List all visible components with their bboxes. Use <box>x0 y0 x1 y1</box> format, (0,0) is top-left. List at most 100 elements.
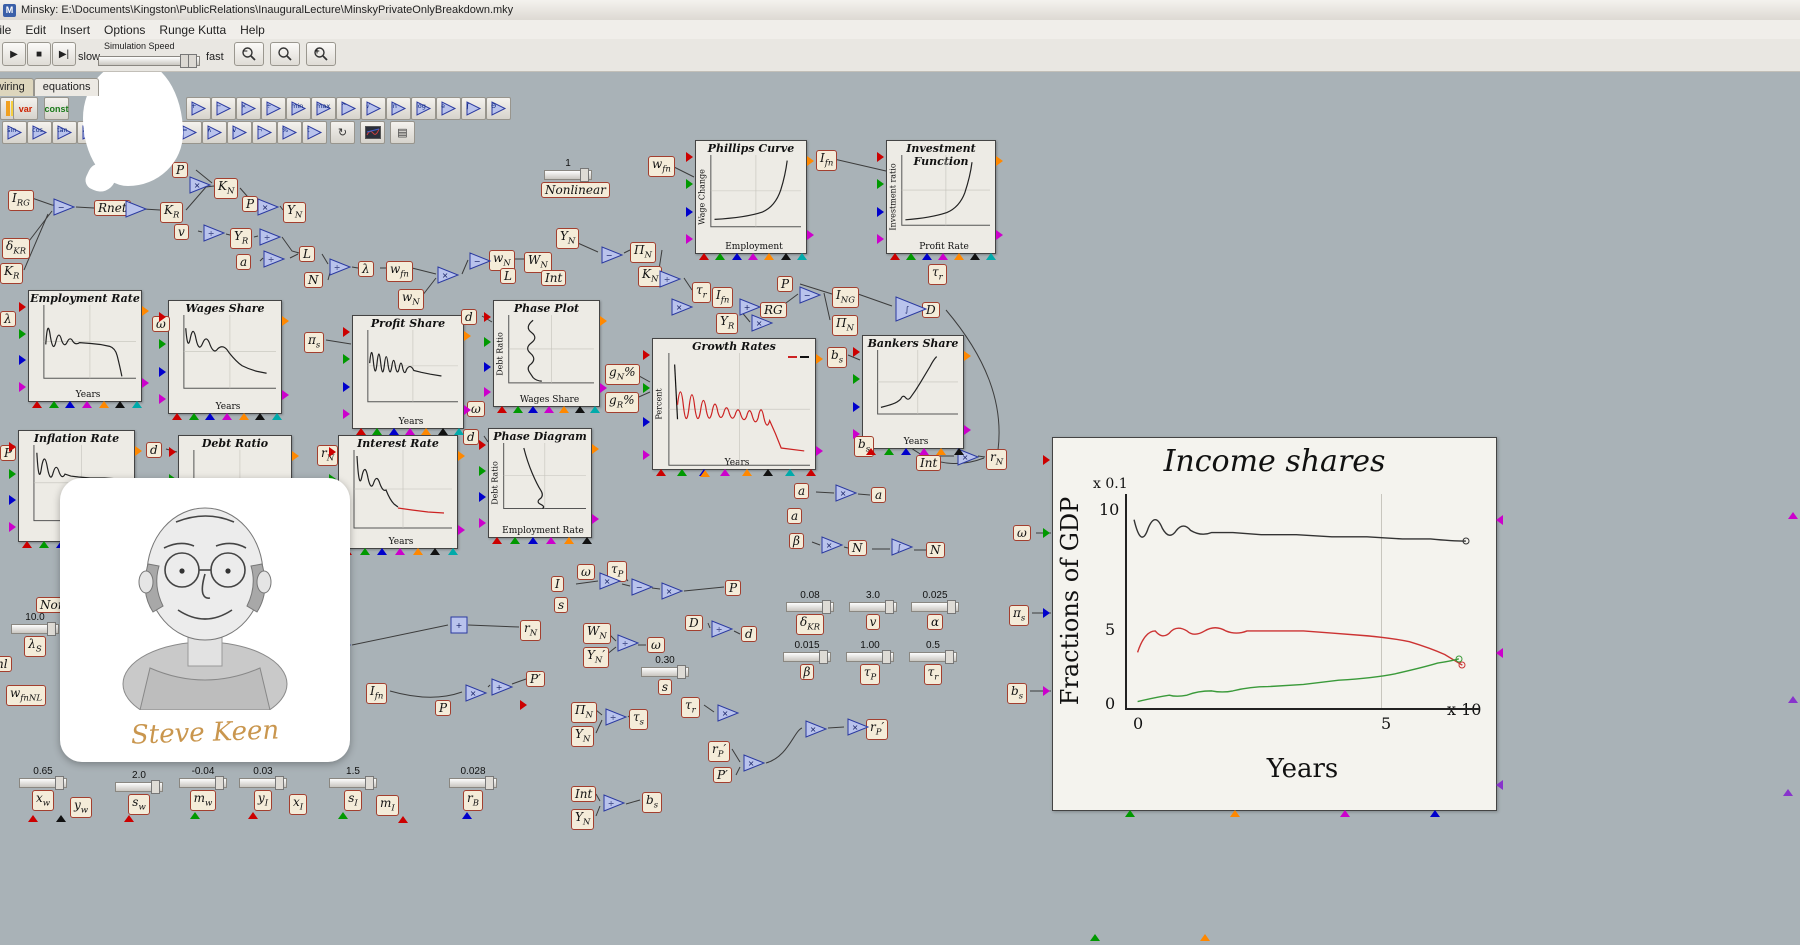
constant-slider[interactable] <box>783 650 831 664</box>
variable-node[interactable]: P′ <box>713 767 732 783</box>
constant-label[interactable]: δKR <box>796 614 824 636</box>
constant-label[interactable]: xw <box>31 790 55 812</box>
operation-node[interactable]: − <box>798 286 822 304</box>
variable-node[interactable]: wfnNL <box>6 685 46 707</box>
note-tool-icon[interactable]: ▤ <box>390 121 415 144</box>
operation-node[interactable]: − <box>600 246 624 264</box>
operation-node[interactable]: ÷ <box>602 794 626 812</box>
variable-node[interactable]: τs <box>629 709 649 731</box>
constant-label[interactable]: mw <box>189 790 217 812</box>
operation-node[interactable]: − <box>52 198 76 216</box>
variable-node[interactable]: rP′ <box>866 719 889 741</box>
operation-node[interactable]: × <box>436 266 460 284</box>
operation-node[interactable]: ÷ <box>604 708 628 726</box>
constant-label[interactable]: Nonlinear <box>541 182 610 198</box>
operation-node[interactable]: × <box>804 720 828 738</box>
operation-node[interactable]: ∫ <box>890 538 914 556</box>
variable-node[interactable]: YN <box>571 726 595 748</box>
operation-node[interactable]: ÷ <box>258 228 282 246</box>
operation-node[interactable]: × <box>834 484 858 502</box>
const-tool[interactable]: const <box>44 97 69 120</box>
menu-file[interactable]: File <box>0 22 12 37</box>
variable-node[interactable]: L <box>299 246 315 262</box>
variable-node[interactable]: rP′ <box>708 741 731 763</box>
variable-node[interactable]: wN <box>398 289 424 311</box>
variable-node[interactable]: L <box>500 268 516 284</box>
variable-node[interactable]: YN <box>571 809 595 831</box>
op-tool-∨[interactable]: ∨ <box>227 121 252 144</box>
constant-slider[interactable] <box>909 650 957 664</box>
variable-node[interactable]: bs <box>827 347 848 369</box>
variable-node[interactable]: P′ <box>526 671 545 687</box>
constant-slider[interactable] <box>19 776 67 790</box>
zoom-reset-button[interactable] <box>270 42 300 66</box>
variable-node[interactable]: YN <box>283 202 307 224</box>
operation-node[interactable]: × <box>598 572 622 590</box>
variable-node[interactable]: Ifn <box>816 150 838 172</box>
constant-slider[interactable] <box>544 168 592 182</box>
variable-node[interactable]: d <box>741 626 757 642</box>
variable-node[interactable]: ω <box>577 564 595 580</box>
variable-node[interactable]: N <box>304 272 323 288</box>
menu-options[interactable]: Options <box>104 22 146 37</box>
operation-node[interactable]: × <box>742 754 766 772</box>
operation-node[interactable]: + <box>490 678 514 696</box>
variable-node[interactable]: P <box>777 276 794 292</box>
op-tool-min[interactable]: min <box>286 97 311 120</box>
op-tool-max[interactable]: max <box>311 97 336 120</box>
constant-slider[interactable] <box>846 650 894 664</box>
zoom-in-button[interactable]: + <box>306 42 336 66</box>
variable-node[interactable]: YN′ <box>583 647 610 669</box>
variable-node[interactable]: mI <box>376 795 399 817</box>
constant-label[interactable]: rB <box>463 790 483 812</box>
variable-node[interactable]: ΠN <box>571 702 597 724</box>
operation-node[interactable]: ÷ <box>202 224 226 242</box>
income-shares-plot[interactable]: Income shares Fractions of GDP x 0.1 10 … <box>1052 437 1497 811</box>
var-tool[interactable]: var <box>13 97 38 120</box>
op-tool-∫[interactable]: ∫ <box>461 97 486 120</box>
constant-slider[interactable] <box>239 776 287 790</box>
variable-node[interactable]: Int <box>541 270 567 286</box>
operation-node[interactable]: ÷ <box>262 250 286 268</box>
variable-node[interactable]: τr <box>681 697 700 719</box>
operation-node[interactable]: × <box>670 298 694 316</box>
constant-label[interactable]: λS <box>24 636 46 658</box>
menu-runge-kutta[interactable]: Runge Kutta <box>159 22 227 37</box>
operation-node[interactable]: × <box>716 704 740 722</box>
variable-node[interactable]: s <box>554 597 569 613</box>
operation-node[interactable]: ÷ <box>658 270 682 288</box>
op-tool-^[interactable]: ^ <box>336 97 361 120</box>
op-tool-×[interactable]: × <box>236 97 261 120</box>
variable-node[interactable]: Int <box>916 455 942 471</box>
play-button[interactable]: ▶ <box>2 42 26 66</box>
variable-node[interactable]: wfn <box>386 261 413 283</box>
menu-help[interactable]: Help <box>240 22 265 37</box>
variable-node[interactable]: Ifn <box>712 287 734 309</box>
step-button[interactable]: ▶| <box>52 42 76 66</box>
variable-node[interactable]: P <box>435 700 452 716</box>
constant-slider[interactable] <box>11 622 59 636</box>
op-tool-÷[interactable]: ÷ <box>261 97 286 120</box>
variable-node[interactable]: λ <box>0 311 16 327</box>
variable-node[interactable]: πs <box>304 332 325 354</box>
op-tool-e[interactable]: e <box>436 97 461 120</box>
variable-node[interactable]: xI <box>289 794 308 816</box>
operation-node[interactable]: + <box>450 616 474 634</box>
variable-node[interactable]: gN% <box>605 364 640 386</box>
constant-label[interactable]: τP <box>859 664 881 686</box>
variable-node[interactable]: wfn <box>648 156 675 178</box>
constant-label[interactable]: s <box>657 679 673 695</box>
